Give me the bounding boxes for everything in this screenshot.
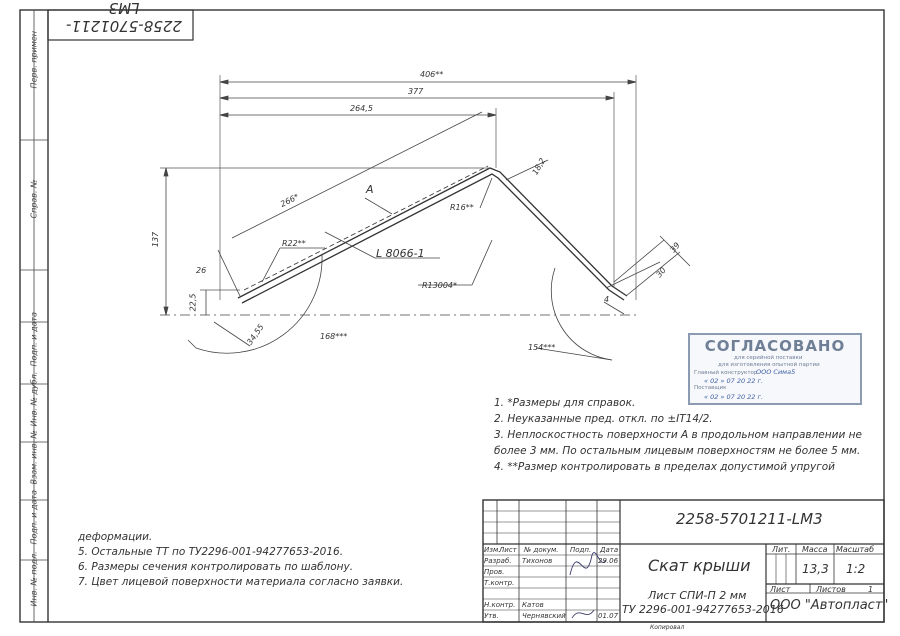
stamp-date-2: « 02 » 07 20 22 г. (704, 393, 763, 401)
note-3: 3. Неплоскостность поверхности А в продо… (494, 429, 862, 441)
tb-row-nkontr: Н.контр. (484, 601, 516, 609)
tb-copied-label: Копировал (650, 624, 685, 631)
tb-sheets-value: 1 (868, 585, 874, 594)
tb-mass-label: Масса (802, 545, 828, 554)
tb-scale-value: 1:2 (846, 562, 866, 576)
stamp-date-1: « 02 » 07 20 22 г. (704, 377, 763, 385)
tb-date-utv: 01.07 (598, 612, 619, 620)
tb-row-prov: Пров. (484, 568, 505, 576)
angle-arcs (187, 254, 613, 361)
tb-head-sign: Подп. (570, 546, 592, 554)
side-label-vzam-inv: Взам. инв. № (29, 430, 39, 485)
stamp-line-1: для серийной поставки (734, 355, 803, 361)
tb-part-name: Скат крыши (648, 556, 751, 575)
tb-head-list: Лист (499, 546, 517, 554)
tb-name-utv: Чернявский (522, 612, 566, 620)
stamp-line-2: для изготовления опытной партии (718, 362, 820, 368)
tb-name-razrab: Тихонов (522, 557, 553, 565)
dim-377: 377 (408, 87, 424, 96)
note-4-cont: деформации. (78, 531, 153, 543)
stamp-chief-label: Главный конструктор (694, 370, 758, 376)
note-5: 5. Остальные ТТ по ТУ2296-001-94277653-2… (78, 546, 344, 558)
side-label-podp-data-2: Подп. и дата (29, 490, 39, 545)
tb-head-docnum: № докум. (524, 546, 559, 554)
tb-sheets-label: Листов (816, 585, 846, 594)
tb-sheet-label: Лист (770, 585, 791, 594)
tb-scale-label: Масштаб (836, 545, 875, 554)
tb-row-razrab: Разраб. (484, 557, 512, 565)
tb-company: ООО "Автопласт" (770, 598, 889, 613)
dim-168: 168*** (320, 332, 348, 341)
side-label-sprav: Справ. № (29, 179, 39, 219)
length-label: L 8066-1 (376, 247, 425, 260)
stamp-title: СОГЛАСОВАНО (704, 337, 846, 355)
dim-264: 264,5 (350, 104, 373, 113)
tb-name-nkontr: Катов (522, 601, 544, 609)
signature-marks (569, 552, 607, 619)
note-7: 7. Цвет лицевой поверхности материала со… (78, 576, 404, 588)
tb-head-date: Дата (600, 546, 619, 554)
title-block-grid (482, 499, 885, 623)
dim-22-5: 22,5 (188, 293, 198, 312)
note-6: 6. Размеры сечения контролировать по шаб… (78, 561, 354, 573)
approval-stamp: СОГЛАСОВАНО для серийной поставки для из… (688, 333, 862, 405)
dim-r16: R16** (450, 203, 474, 212)
outer-frame (19, 9, 885, 623)
tb-row-utv: Утв. (484, 612, 499, 620)
dimension-lines (163, 79, 691, 316)
tb-row-tkontr: Т.контр. (484, 579, 515, 587)
dim-26: 26 (196, 266, 207, 275)
stamp-chief-value: ООО Сима5 (756, 368, 796, 376)
tb-designation: 2258-5701211-LM3 (676, 510, 823, 528)
tb-head-izm: Изм. (484, 546, 501, 554)
tb-lit-label: Лит. (772, 545, 791, 554)
note-4: 4. **Размер контролировать в пределах до… (494, 461, 835, 473)
tb-material-1: Лист СПИ-П 2 мм (648, 589, 747, 602)
side-label-podp-data-1: Подп. и дата (29, 312, 39, 367)
top-drawing-number: 2258-5701211-LM3 (66, 0, 182, 35)
dim-r22: R22** (282, 239, 306, 248)
dim-r13004: R13004* (422, 281, 458, 290)
top-number-box (47, 9, 194, 41)
side-label-inv-podl: Инв. № подл. (29, 551, 39, 607)
note-3-cont: более 3 мм. По остальным лицевым поверхн… (494, 445, 861, 457)
tb-date-razrab: 29.06 (598, 557, 619, 565)
part-profile (237, 165, 628, 304)
dim-4: 4 (604, 295, 610, 304)
tb-mass-value: 13,3 (802, 562, 829, 576)
dim-137: 137 (151, 231, 161, 248)
side-label-perv-primen: Перв. примен (29, 30, 39, 89)
note-2: 2. Неуказанные пред. откл. по ±IT14/2. (494, 413, 713, 425)
dim-154: 154*** (528, 343, 556, 352)
extension-lines (160, 75, 637, 300)
tb-material-2: ТУ 2296-001-94277653-2016 (622, 603, 784, 616)
dim-406: 406** (420, 70, 444, 79)
stamp-supplier-label: Поставщик (694, 385, 727, 391)
note-1: 1. *Размеры для справок. (494, 397, 636, 409)
side-label-inv-dubl: Инв. № дубл. (29, 371, 39, 427)
surface-label-a: A (366, 183, 374, 196)
